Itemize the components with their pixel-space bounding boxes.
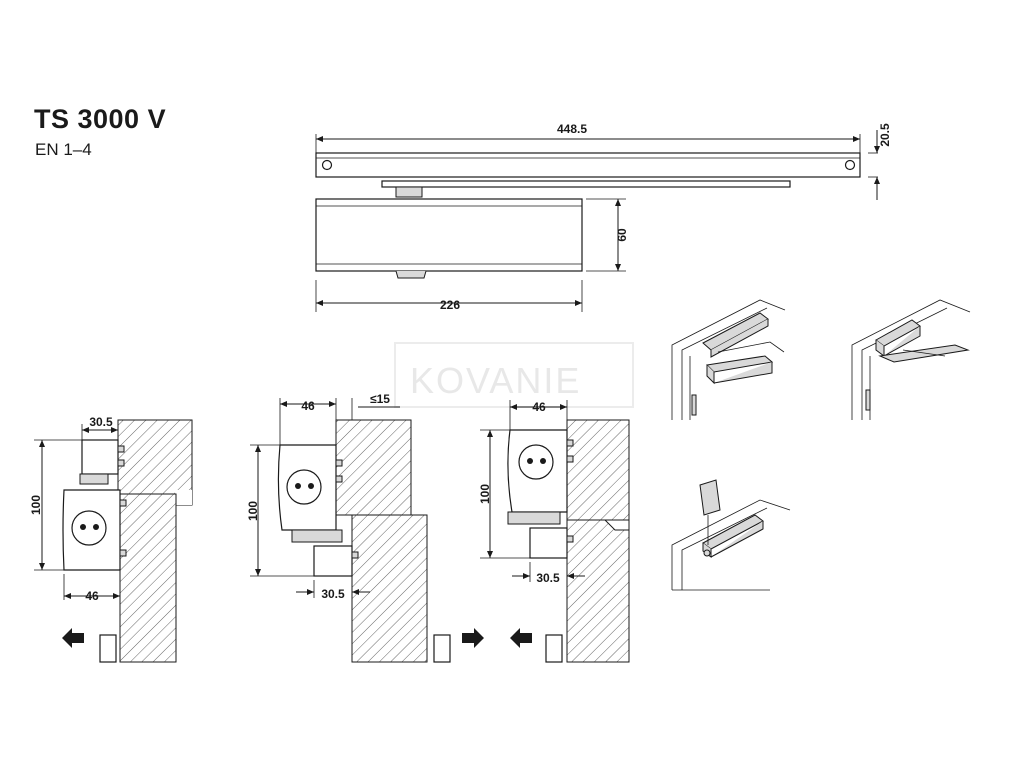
dim-b-gap: ≤15: [370, 392, 390, 406]
rail-mount-hole-right: [844, 159, 856, 171]
arm-a: [79, 473, 109, 485]
dim-body-length: 226: [440, 298, 460, 312]
product-title: TS 3000 V: [34, 104, 167, 134]
arm-b: [291, 529, 343, 543]
rail-perspective-2: [878, 344, 970, 363]
frame-head-c: [566, 419, 630, 531]
door-leaf-a: [119, 493, 177, 663]
watermark: KOVANIE: [394, 342, 634, 408]
frame-head-b: [335, 419, 412, 516]
section-b: 46 ≤15 100 30.5: [246, 392, 484, 663]
arm-pivot: [395, 186, 423, 198]
dim-c-rail-width: 30.5: [536, 571, 560, 585]
mounting-view-3: [671, 479, 791, 591]
push-arrow-b: [462, 628, 484, 648]
rail-c: [529, 527, 568, 559]
hinge-b: [433, 634, 451, 663]
hinge-c: [545, 634, 563, 663]
dim-a-rail-width: 30.5: [89, 415, 113, 429]
adjust-valve-b: [286, 469, 322, 505]
rail-perspective-3: [699, 479, 721, 516]
slide-bar: [381, 180, 791, 188]
section-c: 46 100 30.5: [478, 400, 630, 663]
arm-c: [507, 511, 561, 525]
push-arrow-c: [510, 628, 532, 648]
door-leaf-b: [351, 514, 428, 663]
watermark-text: KOVANIE: [410, 360, 581, 401]
hinge-a: [99, 634, 117, 663]
adjust-valve-a: [71, 510, 107, 546]
rail-b: [313, 545, 353, 577]
dim-a-body-height: 100: [29, 495, 43, 515]
dim-c-body-height: 100: [478, 484, 492, 504]
guide-rail: [315, 152, 861, 178]
mounting-view-2: [851, 299, 971, 420]
top-elevation: 448.5 20.5 60 226: [315, 122, 892, 312]
dim-rail-length: 448.5: [557, 122, 587, 136]
adjust-valve-c: [518, 444, 554, 480]
closer-body: [315, 198, 583, 272]
door-leaf-c: [566, 519, 630, 663]
dim-c-body-width: 46: [532, 400, 546, 414]
section-a: 30.5 100 46: [29, 415, 193, 663]
dim-b-rail-width: 30.5: [321, 587, 345, 601]
dim-body-height: 60: [615, 228, 629, 242]
rail-mount-hole-left: [321, 159, 333, 171]
valve-cap: [395, 270, 427, 279]
dim-b-body-width: 46: [301, 399, 315, 413]
rail-a: [81, 439, 119, 475]
product-standard: EN 1–4: [35, 140, 92, 159]
dim-a-body-width: 46: [85, 589, 99, 603]
dim-rail-height: 20.5: [878, 123, 892, 147]
mounting-view-1: [671, 299, 786, 420]
dim-b-body-height: 100: [246, 501, 260, 521]
push-arrow-a: [62, 628, 84, 648]
